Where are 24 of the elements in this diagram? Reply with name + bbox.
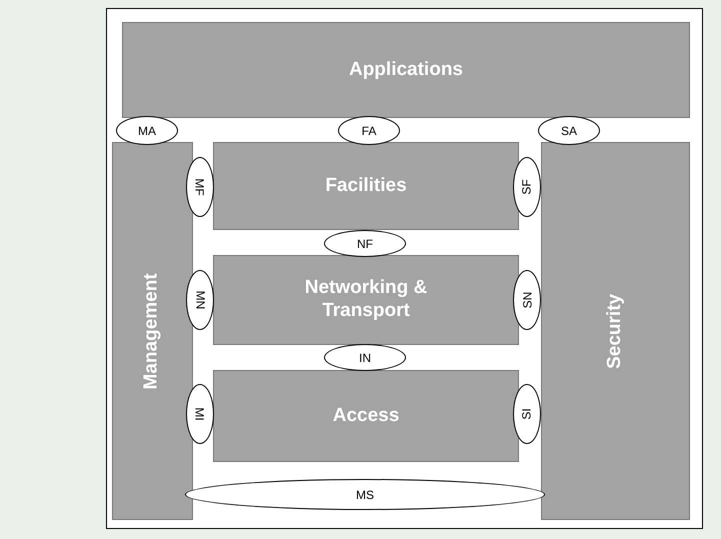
interface-label: MS <box>356 488 374 502</box>
interface-label: SN <box>520 292 534 308</box>
layer-block <box>122 22 690 118</box>
interface-label: SA <box>560 124 577 138</box>
layer-label: Facilities <box>325 174 407 198</box>
layer-block <box>213 142 519 230</box>
layer-label: Networking & Transport <box>304 277 428 323</box>
interface-label: FA <box>362 124 376 138</box>
interface-label: MI <box>193 407 207 421</box>
layer-block <box>112 142 193 520</box>
interface-label: IN <box>359 350 371 364</box>
layer-block <box>213 370 519 462</box>
interface-label: SF <box>520 179 534 195</box>
interface-label: MF <box>193 178 207 196</box>
layer-block <box>541 142 690 520</box>
interface-label: MA <box>138 124 156 138</box>
interface-label: MN <box>193 290 207 310</box>
layer-label: Management <box>141 272 164 390</box>
interface-label: SI <box>520 408 534 420</box>
layer-block <box>213 255 519 345</box>
layer-label: Access <box>332 404 400 428</box>
interface-label: NF <box>357 236 373 250</box>
layer-label: Security <box>604 294 626 368</box>
layer-label: Applications <box>348 58 463 82</box>
